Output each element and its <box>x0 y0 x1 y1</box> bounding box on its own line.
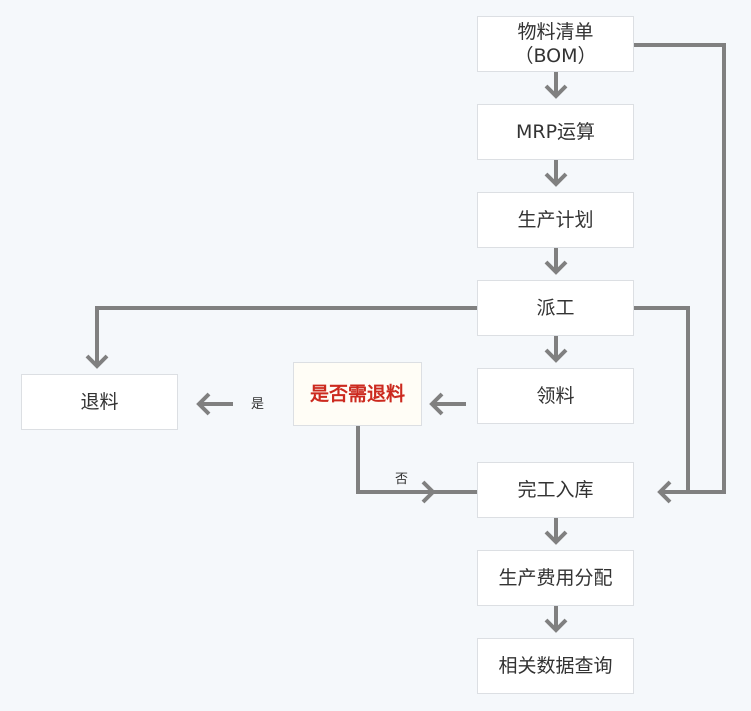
arrow-pick-to-decision <box>429 392 466 416</box>
arrow-dispatch-to-finish <box>634 306 690 492</box>
edge-label-no: 否 <box>395 472 409 487</box>
node-data-query: 相关数据查询 <box>477 638 634 694</box>
arrow-cost-to-query <box>544 606 568 633</box>
arrow-plan-to-dispatch <box>544 248 568 275</box>
node-production-plan: 生产计划 <box>477 192 634 248</box>
node-bom-line2: （BOM） <box>514 45 597 67</box>
edge-label-yes: 是 <box>251 397 265 412</box>
node-decision-return: 是否需退料 <box>293 362 422 426</box>
node-pick-material: 领料 <box>477 368 634 424</box>
node-cost-allocation: 生产费用分配 <box>477 550 634 606</box>
arrow-decision-to-finish <box>356 426 436 504</box>
node-mrp: MRP运算 <box>477 104 634 160</box>
arrow-bom-to-finish <box>634 43 726 504</box>
node-dispatch: 派工 <box>477 280 634 336</box>
node-bom: 物料清单 （BOM） <box>477 16 634 72</box>
arrow-mrp-to-plan <box>544 160 568 187</box>
arrow-dispatch-to-return <box>85 306 477 369</box>
arrow-dispatch-to-pick <box>544 336 568 363</box>
arrow-bom-to-mrp <box>544 72 568 99</box>
arrow-finish-to-cost <box>544 518 568 545</box>
node-finish-stock: 完工入库 <box>477 462 634 518</box>
arrow-decision-to-return <box>196 392 233 416</box>
node-bom-line1: 物料清单 <box>517 21 594 43</box>
node-return-material: 退料 <box>21 374 178 430</box>
